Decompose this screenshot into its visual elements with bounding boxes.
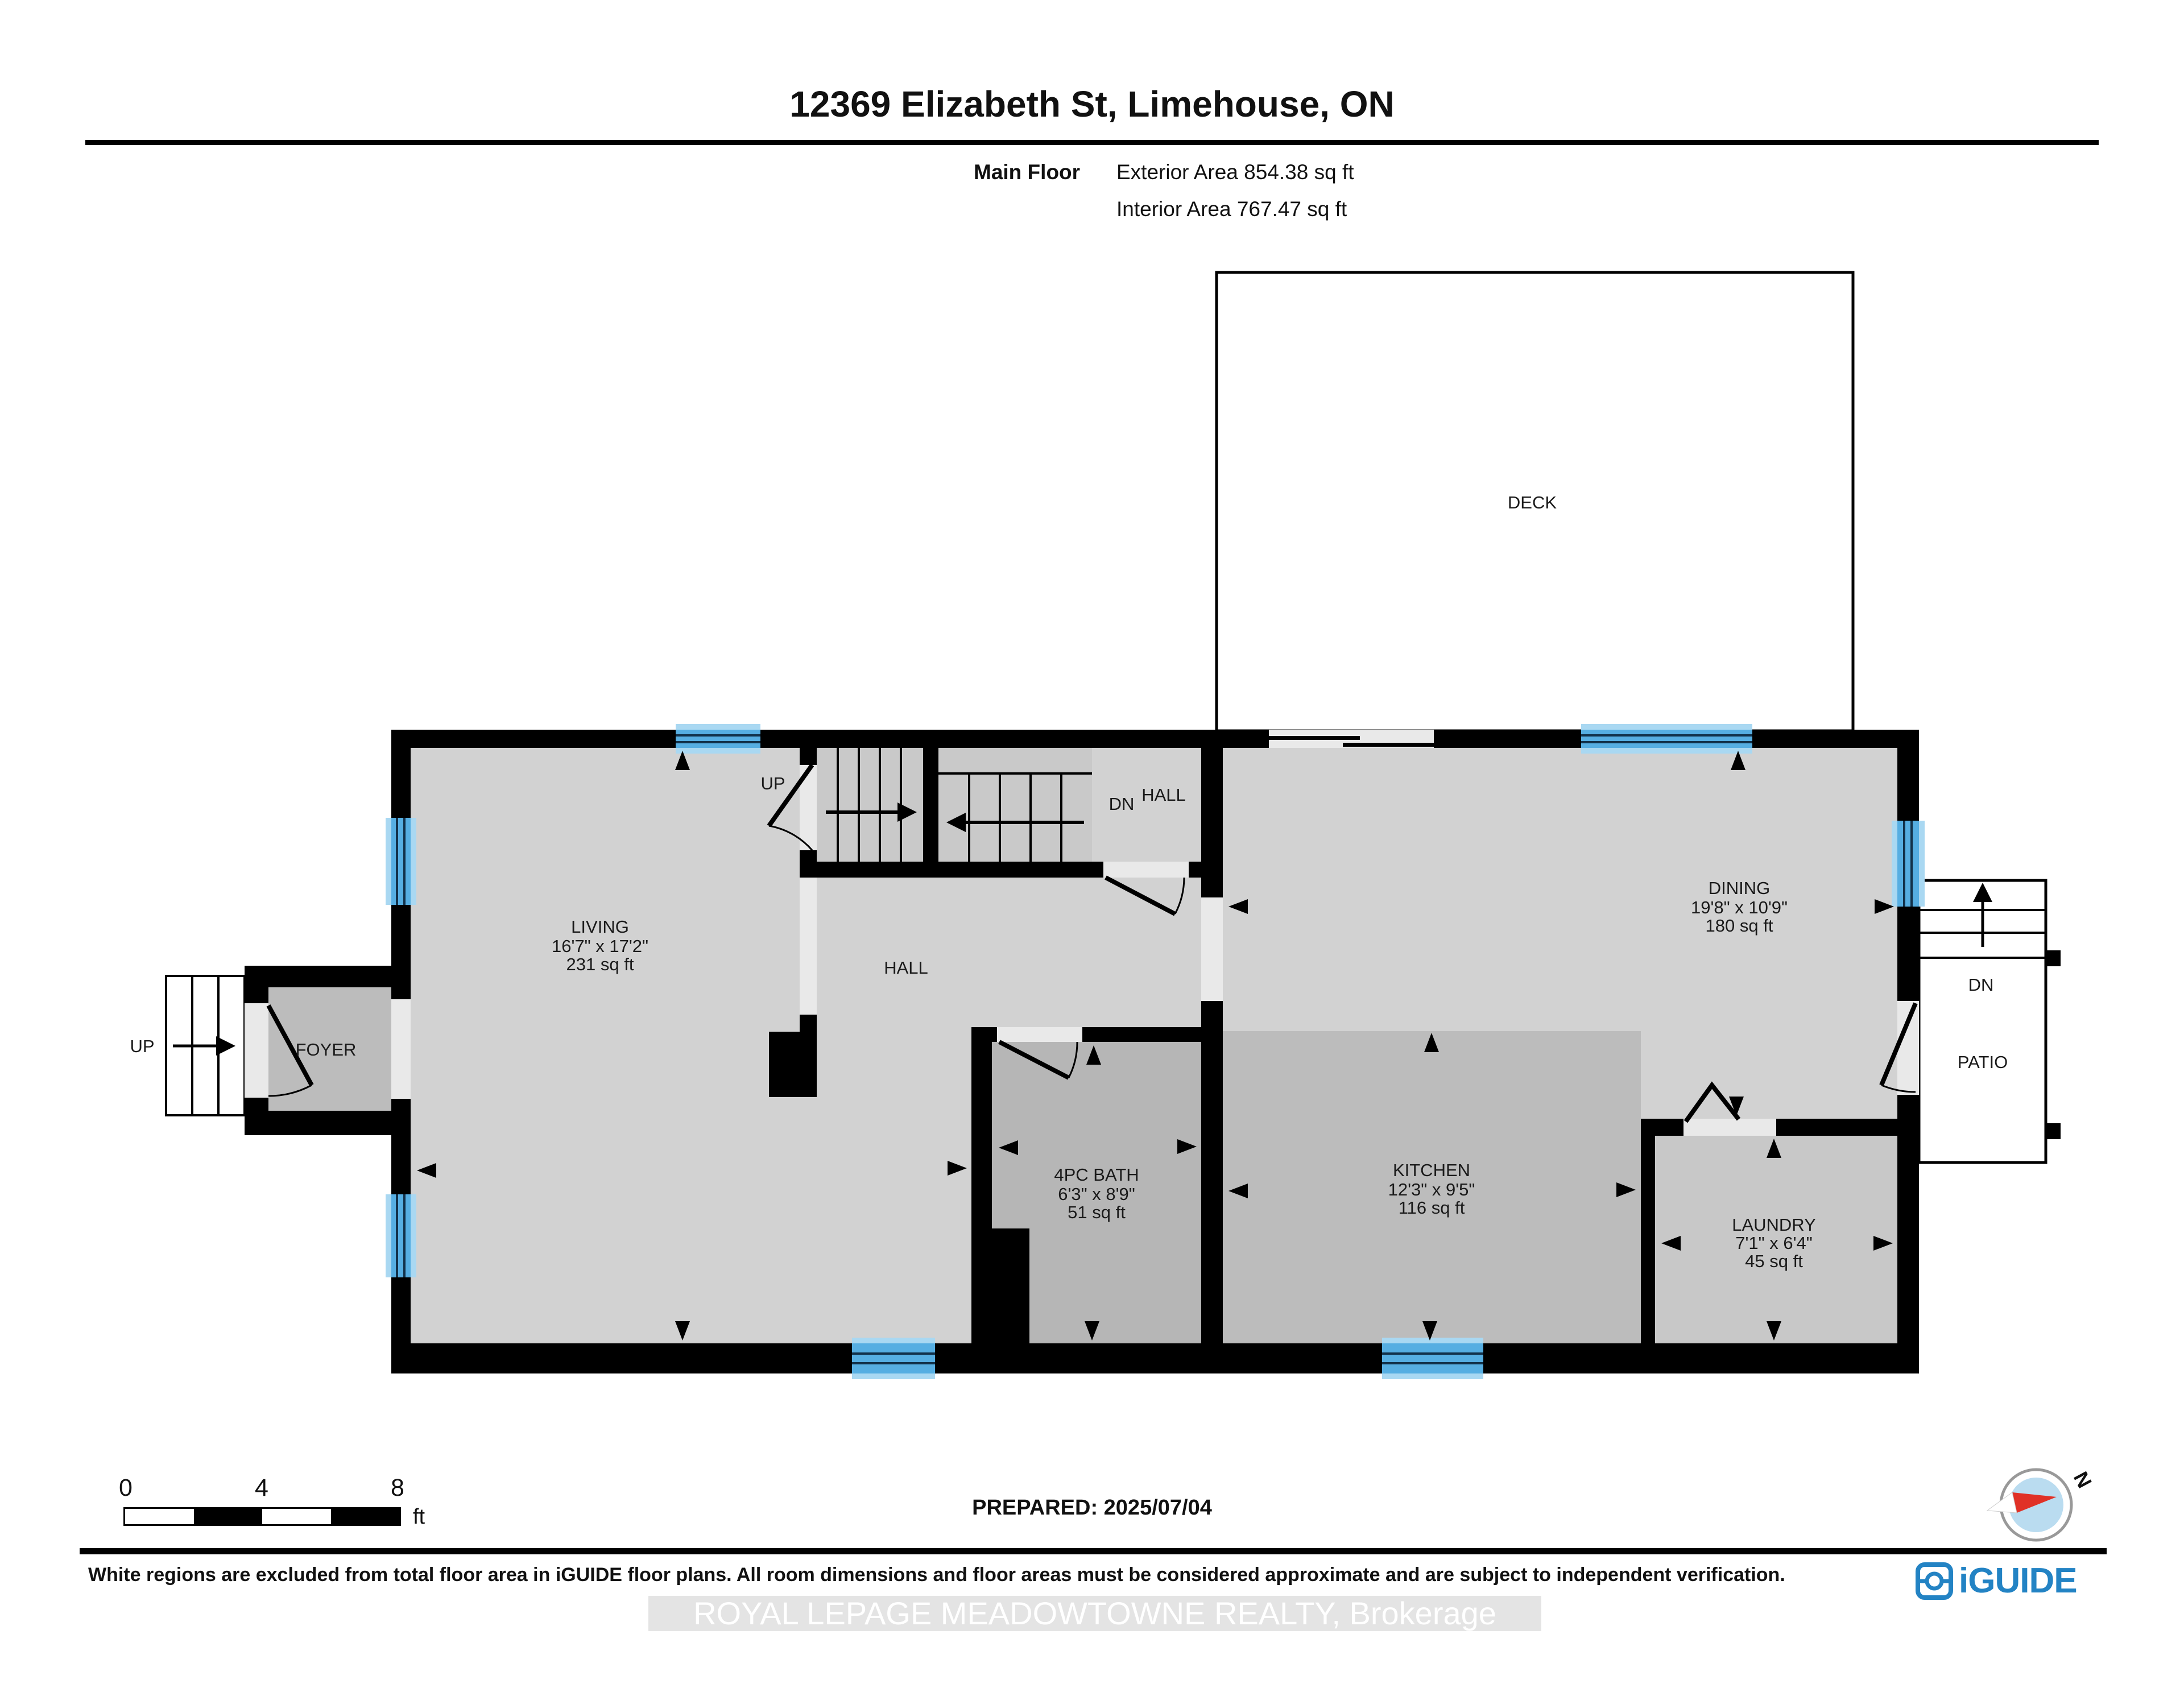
foyer-entry-door-icon — [266, 1004, 314, 1097]
room-label: LIVING — [571, 917, 629, 937]
interior-area-value: Interior Area 767.47 sq ft — [1116, 197, 1347, 221]
room-dims: 16'7" x 17'2" — [552, 936, 648, 956]
exterior-up-stairs — [165, 975, 246, 1116]
dimension-arrows — [417, 751, 1894, 1341]
room-label: KITCHEN — [1393, 1160, 1470, 1180]
scale-tick-4: 4 — [255, 1474, 268, 1501]
dimension-arrow — [1767, 1321, 1781, 1341]
room-label: LAUNDRY — [1732, 1215, 1816, 1235]
dn-staircase — [938, 772, 1092, 862]
plan-labels: LIVING 16'7" x 17'2" 231 sq ft DINING 19… — [130, 493, 2008, 1271]
scale-tick-0: 0 — [119, 1474, 133, 1501]
iguide-logo: iGUIDE — [1916, 1561, 2078, 1601]
windows — [386, 724, 1925, 1379]
room-dims: 12'3" x 9'5" — [1388, 1180, 1475, 1199]
dimension-arrow — [1424, 1033, 1439, 1052]
exterior-up-label: UP — [130, 1036, 154, 1056]
dimension-arrow — [1085, 1321, 1099, 1341]
window-bottom-kitchen-icon — [1382, 1338, 1483, 1379]
dn-label: DN — [1109, 794, 1135, 814]
dimension-arrow — [1729, 1097, 1744, 1116]
window-left-lower-icon — [386, 1194, 416, 1277]
window-top-left-icon — [676, 724, 760, 754]
dimension-arrow — [675, 1321, 690, 1341]
bath-door-icon — [998, 1040, 1078, 1080]
dimension-arrow — [1086, 1045, 1101, 1065]
floor-name-label: Main Floor — [974, 160, 1081, 184]
patio-dn-label: DN — [1968, 975, 1994, 995]
room-area: 51 sq ft — [1068, 1202, 1126, 1222]
compass-north-label: N — [2069, 1468, 2096, 1492]
room-dims: 6'3" x 8'9" — [1058, 1184, 1135, 1204]
foyer-label: FOYER — [296, 1040, 357, 1060]
iguide-logo-text: iGUIDE — [1959, 1561, 2078, 1600]
room-dims: 19'8" x 10'9" — [1691, 897, 1788, 917]
room-label: 4PC BATH — [1054, 1165, 1139, 1185]
header-divider — [85, 140, 2099, 145]
room-dims: 7'1" x 6'4" — [1735, 1233, 1813, 1253]
footer-divider — [80, 1548, 2107, 1554]
dimension-arrow — [1875, 899, 1894, 914]
patio-outline — [1917, 879, 2061, 1164]
dimension-arrow — [1767, 1139, 1781, 1158]
dimension-arrow — [1422, 1321, 1437, 1341]
room-area: 45 sq ft — [1745, 1251, 1803, 1271]
dimension-arrow — [948, 1161, 967, 1176]
exterior-area-value: Exterior Area 854.38 sq ft — [1116, 160, 1354, 184]
brokerage-watermark: ROYAL LEPAGE MEADOWTOWNE REALTY, Brokera… — [648, 1596, 1541, 1631]
dimension-arrow — [675, 751, 690, 770]
page-title: 12369 Elizabeth St, Limehouse, ON — [789, 84, 1395, 125]
hall-top-label: HALL — [1141, 785, 1186, 805]
dimension-arrow — [1661, 1236, 1681, 1251]
wall-openings — [245, 765, 1919, 1136]
hall-door-icon — [1105, 875, 1185, 916]
iguide-logo-icon — [1916, 1562, 1953, 1600]
dimension-arrow — [1731, 751, 1745, 770]
deck-outline — [1215, 271, 1855, 733]
room-area: 180 sq ft — [1706, 916, 1773, 936]
window-right-dining-icon — [1892, 821, 1925, 907]
dimension-arrow — [999, 1140, 1018, 1155]
up-staircase — [826, 748, 917, 862]
room-area: 116 sq ft — [1399, 1198, 1465, 1218]
doors — [266, 763, 1918, 1123]
hall-center-label: HALL — [884, 958, 928, 978]
laundry-bifold-door-icon — [1684, 1081, 1741, 1123]
dimension-arrow — [1873, 1236, 1893, 1251]
sliding-door — [1269, 730, 1434, 748]
scale-unit-label: ft — [413, 1505, 425, 1529]
prepared-date: PREPARED: 2025/07/04 — [972, 1496, 1212, 1520]
dimension-arrow — [1177, 1139, 1197, 1154]
deck-label: DECK — [1508, 493, 1557, 512]
window-bottom-living-icon — [852, 1338, 935, 1379]
patio-label: PATIO — [1958, 1052, 2008, 1072]
dimension-arrow — [417, 1163, 436, 1178]
up-label: UP — [760, 773, 785, 793]
compass-icon: N — [1986, 1468, 2096, 1542]
dimension-arrow — [1616, 1182, 1636, 1197]
patio-door-icon — [1879, 1002, 1918, 1093]
stairs-door-icon — [767, 763, 814, 851]
dimension-arrow — [1228, 1184, 1248, 1198]
scale-bar — [123, 1507, 401, 1526]
scale-tick-8: 8 — [391, 1474, 404, 1501]
room-label: DINING — [1709, 878, 1771, 898]
dimension-arrow — [1228, 899, 1248, 914]
window-left-upper-icon — [386, 818, 416, 905]
room-area: 231 sq ft — [566, 954, 634, 974]
window-top-right-icon — [1581, 724, 1752, 754]
disclaimer-text: White regions are excluded from total fl… — [88, 1564, 1785, 1586]
